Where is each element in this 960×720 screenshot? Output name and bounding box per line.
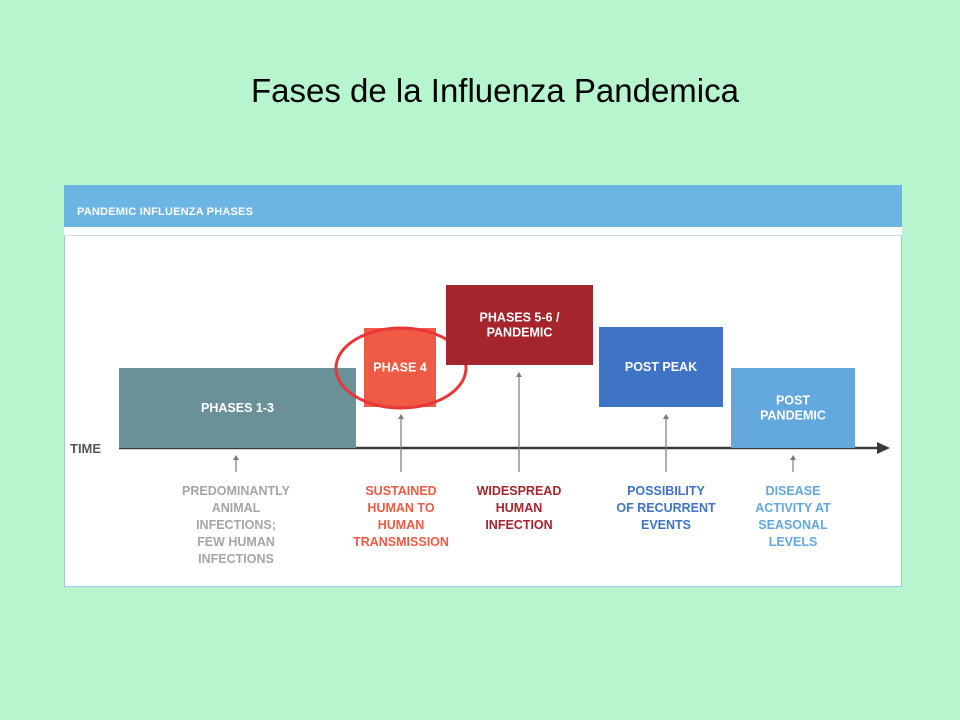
phases-5-6-pandemic-description: INFECTION xyxy=(485,518,552,532)
phases-5-6-pandemic-box-label: PHASES 5-6 / xyxy=(480,311,560,325)
time-axis-label: TIME xyxy=(70,441,101,456)
phases-1-3-box xyxy=(119,368,356,448)
phase-4-description: TRANSMISSION xyxy=(353,535,449,549)
phase-4-box xyxy=(364,328,436,407)
figure-header-label: PANDEMIC INFLUENZA PHASES xyxy=(77,206,254,218)
phases-1-3-box-label: PHASES 1-3 xyxy=(201,401,274,415)
phase-4-highlight-circle xyxy=(334,326,468,410)
post-pandemic-description: ACTIVITY AT xyxy=(755,501,831,515)
figure-body xyxy=(64,235,902,587)
phases-1-3-pointer-head xyxy=(233,455,239,460)
post-peak-description: OF RECURRENT xyxy=(616,501,716,515)
post-peak-box-label: POST PEAK xyxy=(625,360,697,374)
post-pandemic-description: LEVELS xyxy=(769,535,818,549)
post-pandemic-box xyxy=(731,368,855,448)
phases-5-6-pandemic-box xyxy=(446,285,593,365)
phases-1-3-description: FEW HUMAN xyxy=(197,535,275,549)
phases-1-3-description: ANIMAL xyxy=(212,501,261,515)
phase-4-box-label: PHASE 4 xyxy=(373,361,427,375)
phase-4-description: HUMAN xyxy=(378,518,425,532)
post-peak-pointer-head xyxy=(663,414,669,419)
time-axis-arrowhead xyxy=(877,442,890,454)
post-pandemic-pointer-head xyxy=(790,455,796,460)
phases-5-6-pandemic-description: WIDESPREAD xyxy=(477,484,562,498)
figure-header: PANDEMIC INFLUENZA PHASES xyxy=(64,185,902,227)
phases-5-6-pandemic-description: HUMAN xyxy=(496,501,543,515)
phases-1-3-description: INFECTIONS xyxy=(198,552,274,566)
post-pandemic-box-label: POST xyxy=(776,394,810,408)
post-pandemic-description: DISEASE xyxy=(766,484,821,498)
phase-4-pointer-head xyxy=(398,414,404,419)
post-peak-description: POSSIBILITY xyxy=(627,484,705,498)
phases-5-6-pandemic-pointer-head xyxy=(516,372,522,377)
phase-4-description: SUSTAINED xyxy=(365,484,436,498)
post-pandemic-description: SEASONAL xyxy=(758,518,828,532)
pandemic-phases-figure: PANDEMIC INFLUENZA PHASES TIME PHASES 1-3… xyxy=(64,185,902,587)
slide-title: Fases de la Influenza Pandemica xyxy=(251,72,739,109)
phases-1-3-description: PREDOMINANTLY xyxy=(182,484,291,498)
phase-4-description: HUMAN TO xyxy=(367,501,434,515)
figure-header-gap xyxy=(64,227,902,235)
post-peak-description: EVENTS xyxy=(641,518,691,532)
post-peak-box xyxy=(599,327,723,407)
post-pandemic-box-label: PANDEMIC xyxy=(760,409,826,423)
phases-1-3-description: INFECTIONS; xyxy=(196,518,276,532)
phases-5-6-pandemic-box-label: PANDEMIC xyxy=(487,326,553,340)
